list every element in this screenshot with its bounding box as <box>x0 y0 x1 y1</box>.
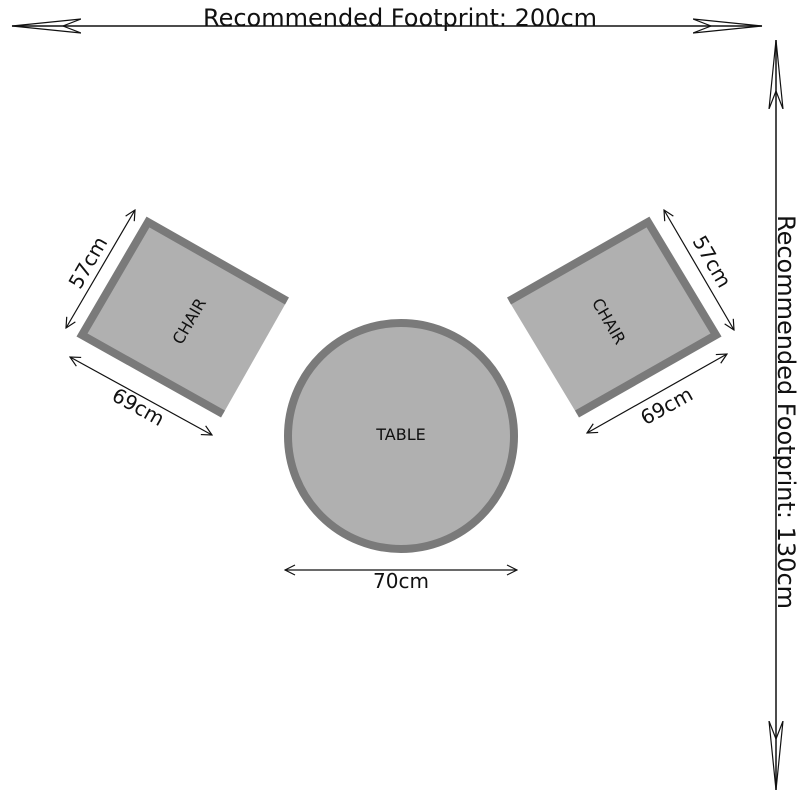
table-diameter-label: 70cm <box>373 569 429 593</box>
footprint-width-label: Recommended Footprint: 200cm <box>203 4 597 32</box>
chair-left-depth-label: 57cm <box>64 232 113 292</box>
footprint-depth-label: Recommended Footprint: 130cm <box>772 215 800 609</box>
table-shape <box>284 319 518 553</box>
chair-right: CHAIR 57cm 69cm <box>507 210 737 433</box>
table-label: TABLE <box>375 425 425 444</box>
chair-left-width-line <box>70 357 212 435</box>
chair-left: CHAIR 57cm 69cm <box>64 210 289 435</box>
chair-right-width-line <box>587 354 727 433</box>
chair-right-width-label: 69cm <box>636 382 697 430</box>
chair-left-width-label: 69cm <box>108 383 169 431</box>
chair-right-depth-label: 57cm <box>688 231 737 291</box>
chair-left-depth-line <box>66 210 135 328</box>
chair-right-depth-line <box>664 210 734 330</box>
